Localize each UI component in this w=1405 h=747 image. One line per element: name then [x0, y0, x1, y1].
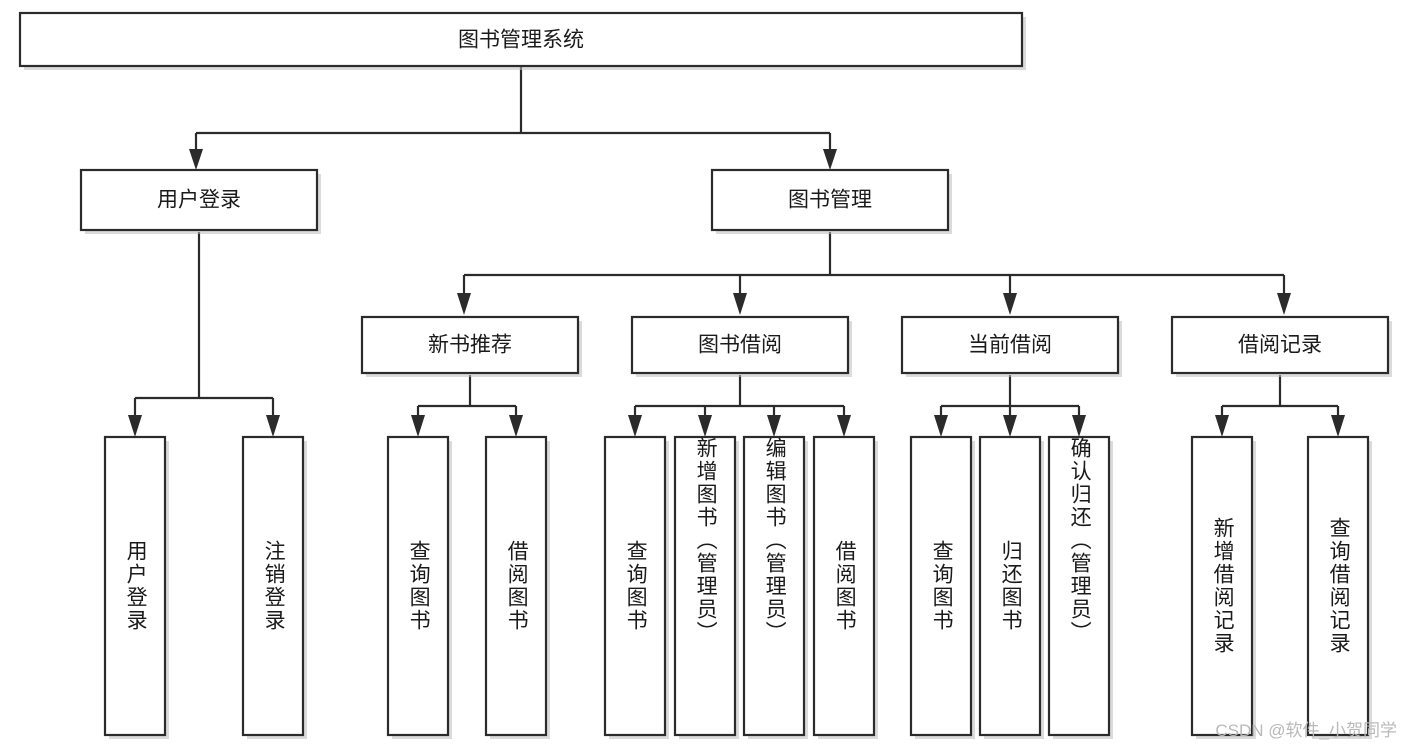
arrowhead-nb-leaf1: [411, 415, 425, 437]
watermark-text: CSDN @软件_小贺同学: [1215, 721, 1397, 740]
arrowhead-to-login: [189, 149, 203, 170]
leaf-box-group: [103, 435, 1372, 739]
node-book-management-label: 图书管理: [788, 189, 872, 212]
arrowhead-login-leaf1: [128, 415, 142, 437]
node-current-borrow-label: 当前借阅: [968, 334, 1052, 357]
leaf-rect-query-record[interactable]: [1306, 435, 1370, 737]
leaf-rect-query-book-2[interactable]: [603, 435, 667, 737]
arrowhead-newbook: [457, 293, 471, 315]
node-borrow-record[interactable]: 借阅记录: [1170, 315, 1392, 377]
leaf-rect-add-record[interactable]: [1190, 435, 1254, 737]
node-borrow-record-label: 借阅记录: [1238, 334, 1322, 357]
node-book-borrow-label: 图书借阅: [698, 334, 782, 357]
node-book-management[interactable]: 图书管理: [710, 168, 952, 234]
arrowhead-bw-leaf1: [628, 415, 642, 437]
leaf-rect-query-book-3[interactable]: [909, 435, 973, 737]
arrowhead-login-leaf2: [266, 415, 280, 437]
node-root-label: 图书管理系统: [458, 29, 584, 52]
node-new-book-recommend[interactable]: 新书推荐: [360, 315, 582, 377]
node-user-login[interactable]: 用户登录: [79, 168, 321, 234]
arrowhead-record: [1277, 293, 1291, 315]
node-borrow-record-rect: [1170, 315, 1390, 375]
leaf-rect-query-book-1[interactable]: [386, 435, 450, 737]
node-new-book-recommend-label: 新书推荐: [428, 334, 512, 357]
leaf-rect-confirm-return[interactable]: [1047, 435, 1111, 737]
leaf-rect-return-book[interactable]: [978, 435, 1042, 737]
arrowhead-current: [1003, 293, 1017, 315]
node-root[interactable]: 图书管理系统: [18, 11, 1026, 70]
arrowhead-rc-leaf2: [1331, 415, 1345, 437]
arrowhead-borrow: [733, 293, 747, 315]
arrowhead-to-bookmgmt: [823, 149, 837, 170]
node-new-book-recommend-rect: [360, 315, 580, 375]
node-current-borrow-rect: [900, 315, 1120, 375]
leaf-rect-borrow-book-1[interactable]: [484, 435, 548, 737]
arrowhead-cu-leaf2: [1003, 415, 1017, 437]
arrowhead-cu-leaf3: [1072, 415, 1086, 437]
arrowhead-bw-leaf2: [698, 415, 712, 437]
arrowhead-cu-leaf1: [934, 415, 948, 437]
connector-group: [128, 66, 1345, 437]
leaf-rect-logout[interactable]: [241, 435, 305, 737]
leaf-rect-add-book[interactable]: [673, 435, 737, 737]
node-root-rect: [18, 11, 1024, 68]
node-book-management-rect: [710, 168, 950, 232]
arrowhead-bw-leaf3: [767, 415, 781, 437]
leaf-rect-user-login[interactable]: [103, 435, 167, 737]
node-user-login-label: 用户登录: [157, 189, 241, 212]
leaf-rect-borrow-book-2[interactable]: [812, 435, 876, 737]
arrowhead-rc-leaf1: [1215, 415, 1229, 437]
node-user-login-rect: [79, 168, 319, 232]
arrowhead-bw-leaf4: [837, 415, 851, 437]
node-current-borrow[interactable]: 当前借阅: [900, 315, 1122, 377]
arrowhead-nb-leaf2: [509, 415, 523, 437]
node-book-borrow[interactable]: 图书借阅: [630, 315, 852, 377]
leaf-rect-edit-book[interactable]: [742, 435, 806, 737]
node-book-borrow-rect: [630, 315, 850, 375]
